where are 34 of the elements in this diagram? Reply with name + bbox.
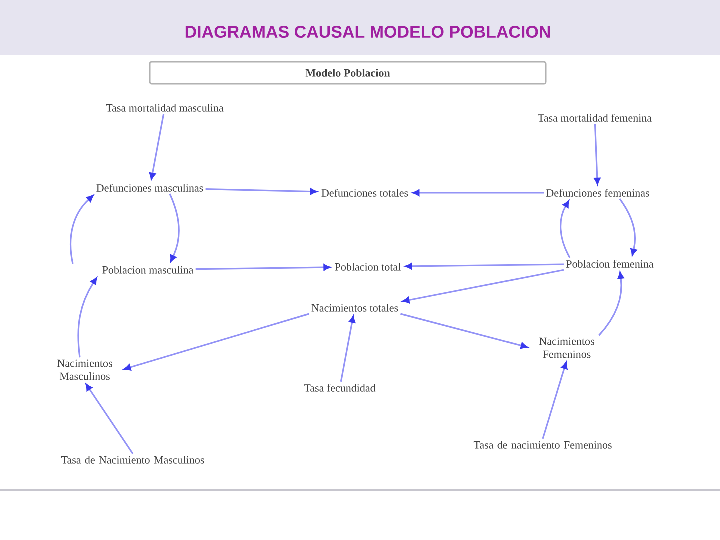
variable-label: Poblacion total <box>335 263 401 271</box>
arrow <box>169 194 180 262</box>
arrow <box>598 272 624 336</box>
arrow <box>124 313 310 371</box>
arrow <box>340 316 356 382</box>
variable-label: Tasa fecundidad <box>304 384 376 392</box>
arrow <box>70 195 94 264</box>
arrow <box>400 313 528 350</box>
variable-label: Nacimientos totales <box>312 304 398 312</box>
title-box: Modelo Poblacion <box>149 61 547 85</box>
arrow <box>560 200 571 258</box>
title: DIAGRAMAS CAUSAL MODELO POBLACION <box>186 26 550 38</box>
variable-label: Poblacion masculina <box>102 266 194 274</box>
arrow <box>412 190 544 196</box>
variable-label: Defunciones masculinas <box>96 184 204 192</box>
arrow <box>542 362 568 440</box>
arrow <box>619 198 638 256</box>
variable-label: Tasa mortalidad femenina <box>538 114 652 122</box>
variable-label: Nacimientos Femeninos <box>540 338 594 358</box>
variable-label: Defunciones totales <box>322 189 408 197</box>
variable-label: Poblacion femenina <box>566 260 654 268</box>
arrow <box>405 263 564 270</box>
variable-label: Tasa de Nacimiento Masculinos <box>62 456 204 464</box>
variable-label: Defunciones femeninas <box>546 189 650 197</box>
variable-label: Tasa mortalidad masculina <box>106 104 224 112</box>
arrow <box>149 114 165 180</box>
arrow <box>402 269 564 304</box>
arrow <box>196 264 331 271</box>
arrow <box>594 124 601 185</box>
variable-label: Tasa de nacimiento Femeninos <box>474 441 612 449</box>
arrow <box>78 278 98 358</box>
variable-label: Nacimientos Masculinos <box>58 360 112 380</box>
arrow <box>206 188 318 196</box>
arrow <box>86 384 134 454</box>
